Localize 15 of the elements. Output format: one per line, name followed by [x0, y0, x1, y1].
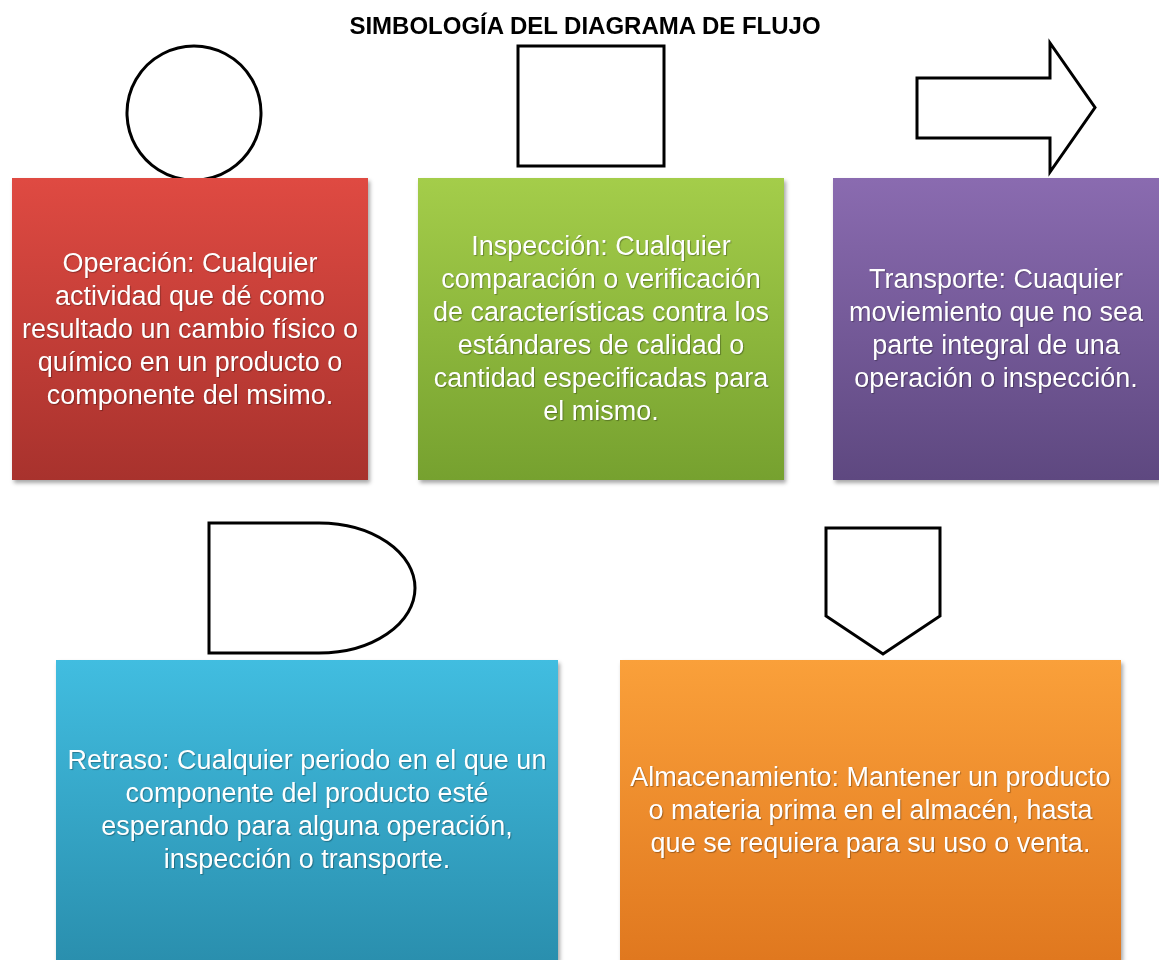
description-text: Inspección: Cualquier comparación o verificación de características contra los estándares de calidad o cantidad especificadas para el mismo.	[431, 230, 771, 428]
description-card	[620, 660, 1121, 960]
description-card	[833, 178, 1159, 480]
box-symbol	[516, 44, 666, 168]
pentagon-symbol	[824, 526, 942, 656]
description-text: Retraso: Cualquier periodo en el que un componente del producto esté esperando para alguna operación, inspección o transporte.	[66, 744, 548, 876]
description-card	[56, 660, 558, 960]
description-card	[418, 178, 784, 480]
description-card	[12, 178, 368, 480]
description-text: Almacenamiento: Mantener un producto o materia prima en el almacén, hasta que se requiera para su uso o venta.	[629, 760, 1112, 860]
description-text: Operación: Cualquier actividad que dé como resultado un cambio físico o químico en un producto o componente del msimo.	[20, 246, 360, 412]
description-text: Transporte: Cuaquier moviemiento que no sea parte integral de una operación o inspección.	[847, 263, 1145, 395]
arrow-symbol	[915, 41, 1097, 174]
d-shape-symbol	[207, 521, 417, 655]
diagram-title: SIMBOLOGÍA DEL DIAGRAMA DE FLUJO	[348, 12, 822, 40]
